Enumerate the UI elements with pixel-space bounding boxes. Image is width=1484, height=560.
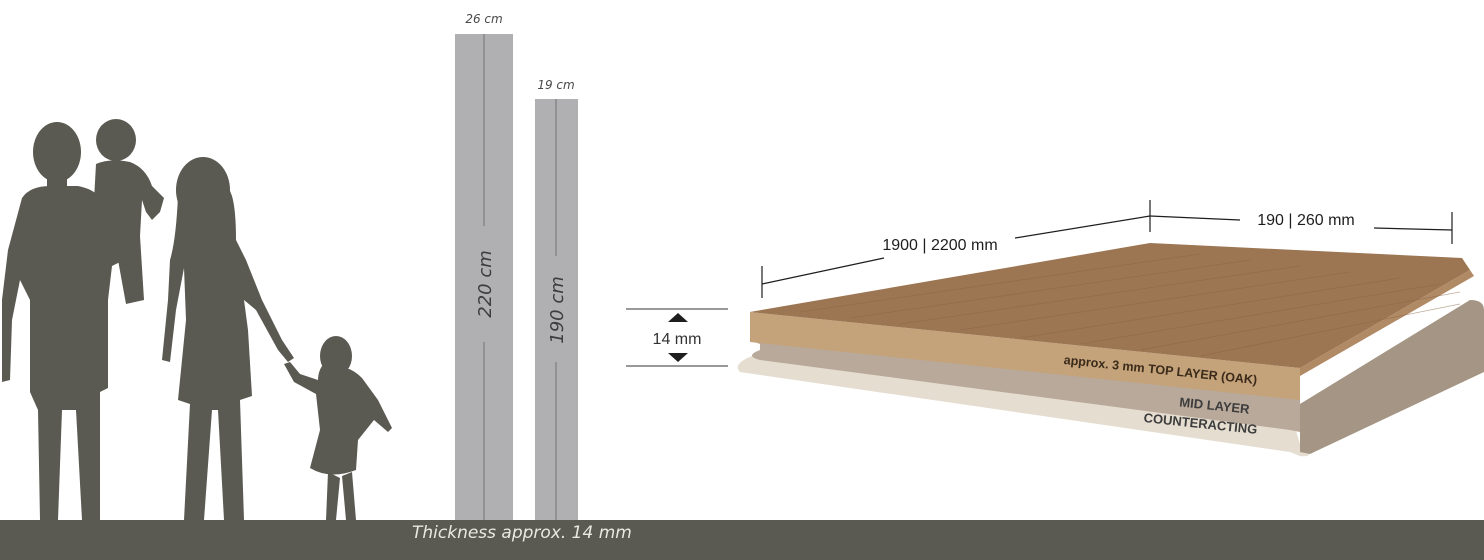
footer-bar (0, 520, 1484, 560)
plank-1: 26 cm 220 cm (455, 12, 513, 522)
plank-2-height-label: 190 cm (547, 276, 568, 344)
family-silhouettes (2, 119, 392, 520)
plank-1-width-label: 26 cm (465, 12, 502, 26)
mid-layer-label: MID LAYER (1179, 394, 1251, 416)
arrow-up-icon (668, 313, 688, 322)
child-silhouette-icon (94, 119, 164, 304)
floor-board: approx. 3 mm TOP LAYER (OAK) MID LAYER C… (737, 243, 1484, 457)
width-label: 190 | 260 mm (1257, 212, 1355, 229)
plank-2: 19 cm 190 cm (535, 78, 578, 522)
top-layer-front (750, 312, 1300, 400)
thickness-label: 14 mm (653, 331, 702, 348)
width-dimension (1149, 212, 1453, 244)
footer-text: Thickness approx. 14 mm (412, 523, 632, 543)
thickness-indicator: 14 mm (626, 308, 728, 367)
mid-layer (751, 334, 1300, 432)
counteracting-layer (737, 356, 1309, 457)
plank-1-height-label: 220 cm (475, 250, 496, 318)
arrow-down-icon (668, 353, 688, 362)
father-silhouette-icon (2, 122, 120, 520)
top-layer-surface (750, 243, 1470, 368)
length-label: 1900 | 2200 mm (882, 237, 997, 254)
tongue-profile (1300, 300, 1484, 454)
plank-2-width-label: 19 cm (537, 78, 574, 92)
girl-silhouette-icon (284, 336, 392, 520)
mother-silhouette-icon (162, 157, 294, 520)
